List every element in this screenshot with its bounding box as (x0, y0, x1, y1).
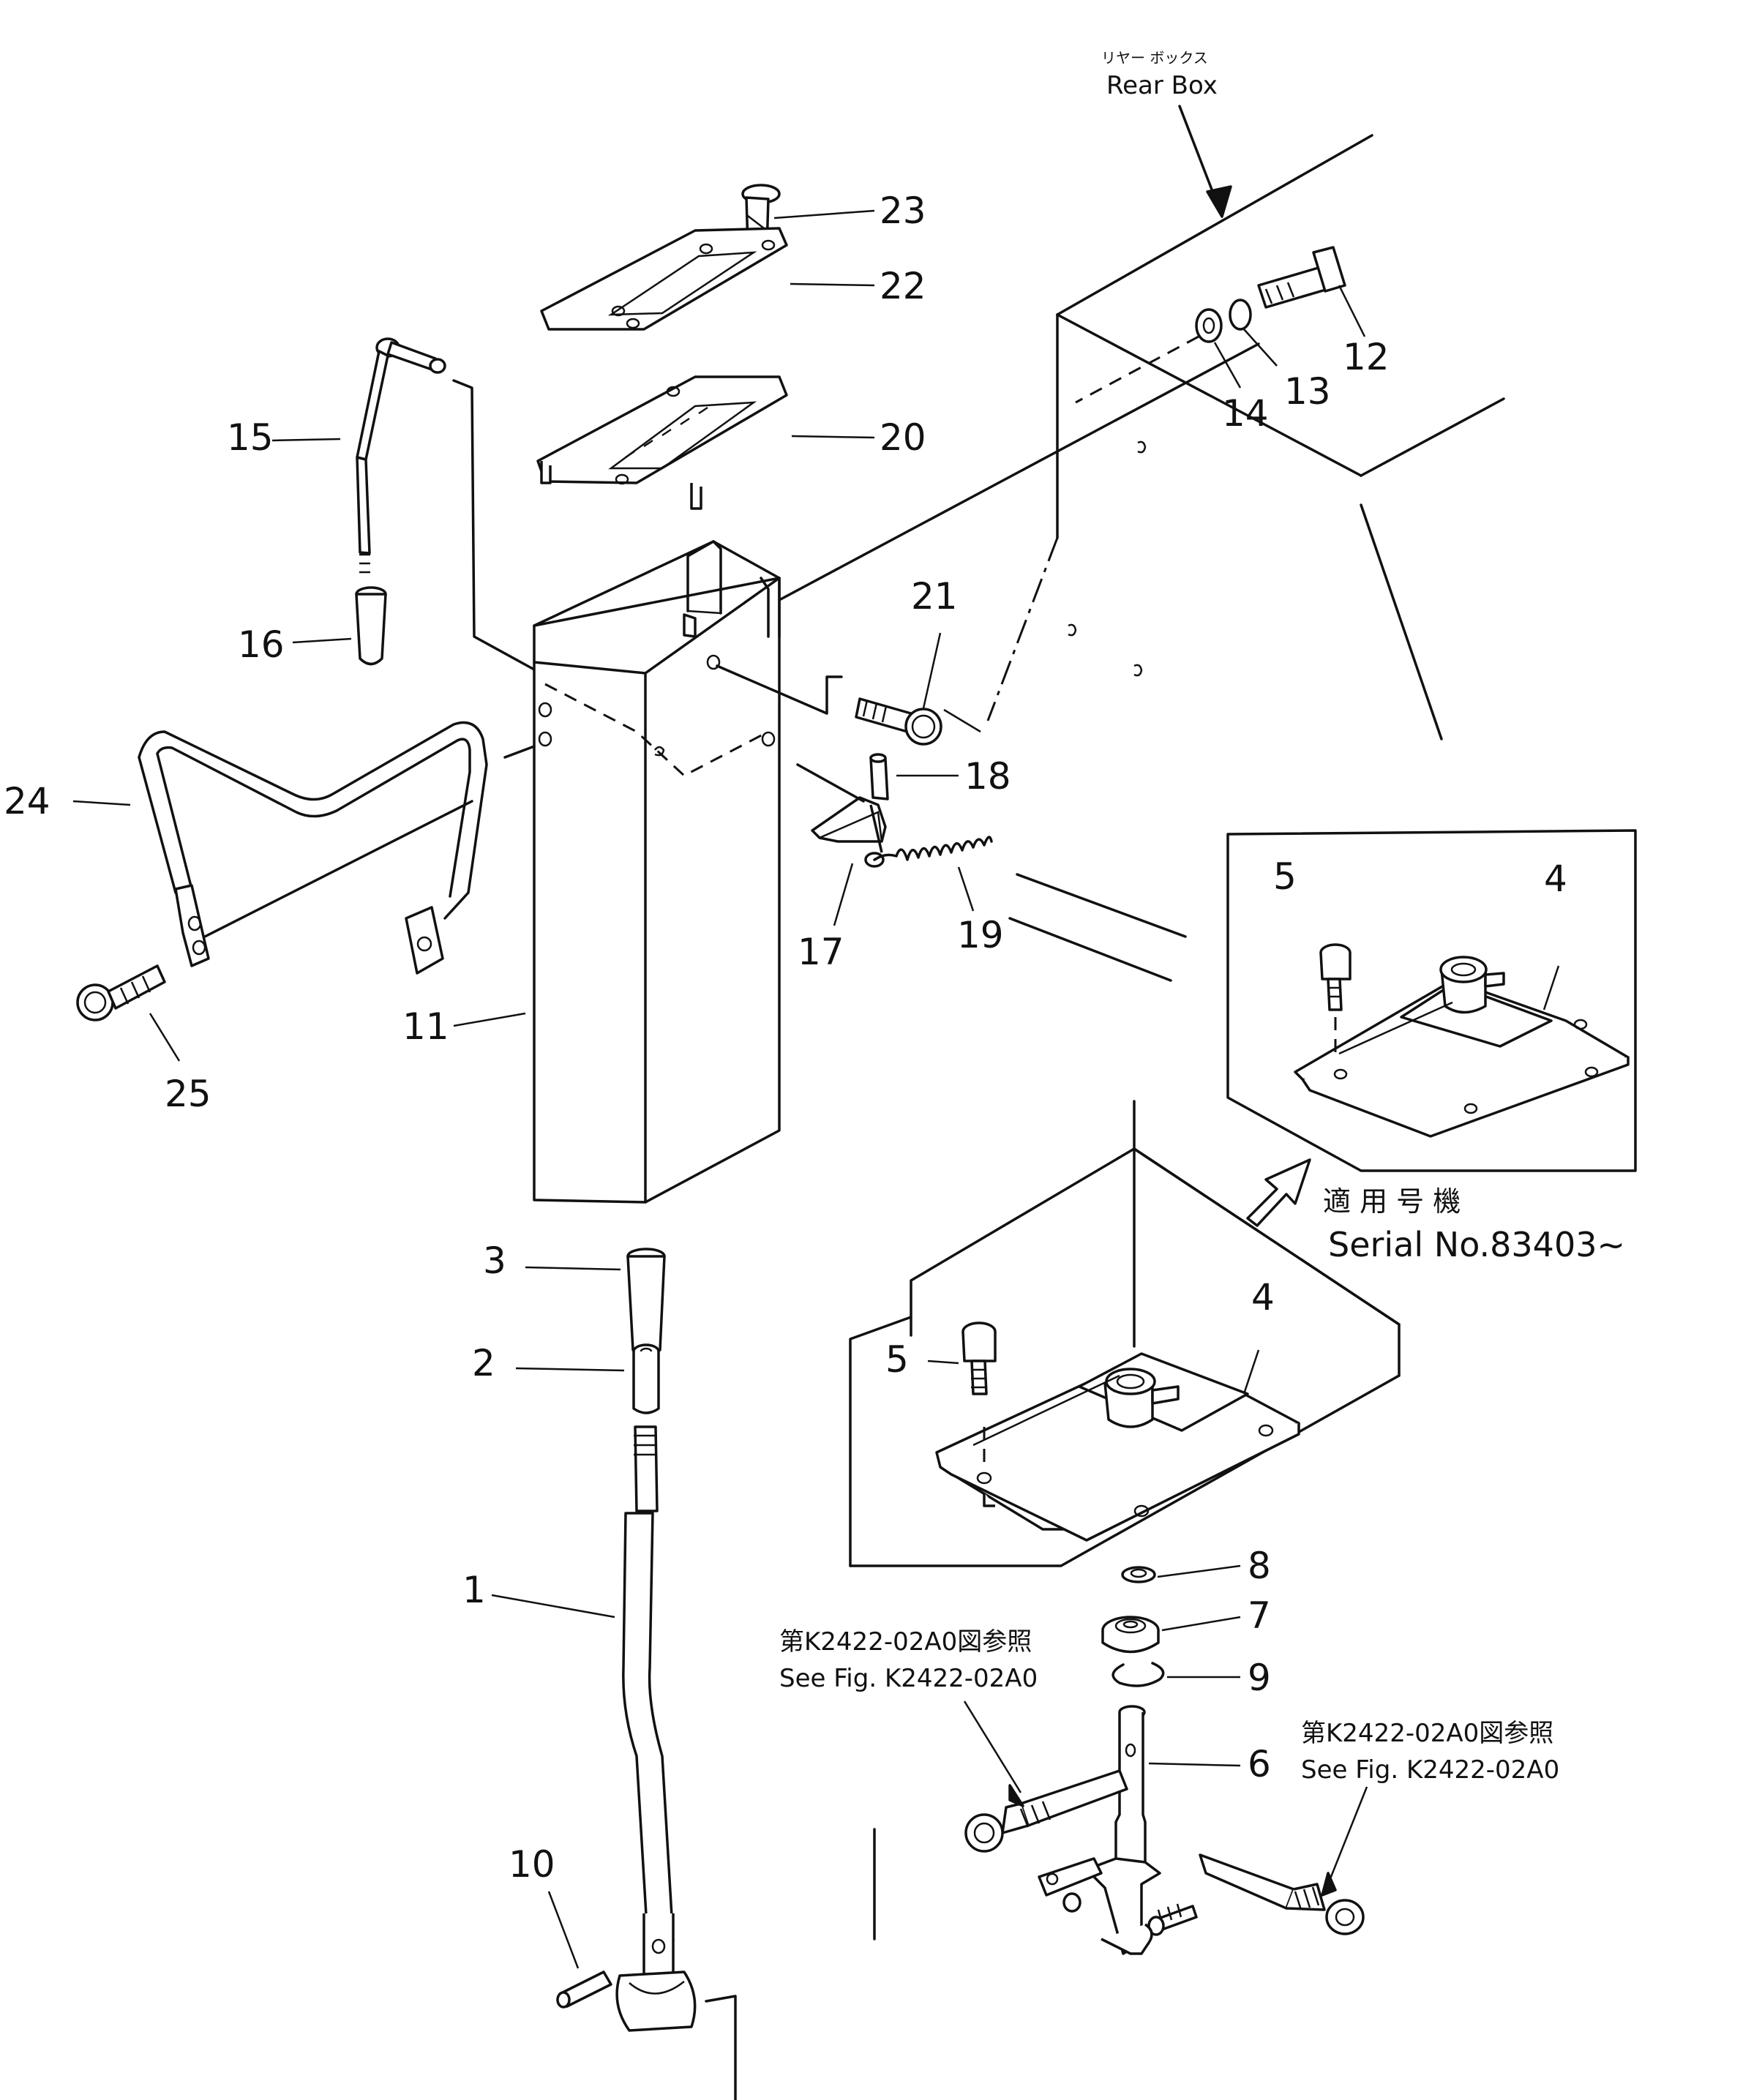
bearing-7 (1101, 1616, 1241, 1654)
link-rod-left (963, 1700, 1128, 1853)
rear-box-label-jp: リヤー ボックス (1101, 49, 1208, 67)
bolt-5-main (927, 1321, 997, 1471)
callout-17: 17 (798, 931, 844, 973)
serial-note: 適 用 号 機 Serial No.83403~ (1323, 1185, 1625, 1264)
serial-note-jp: 適 用 号 機 (1323, 1185, 1461, 1218)
callout-10: 10 (509, 1843, 555, 1886)
bolt-5-serial (1319, 943, 1352, 1057)
callout-1: 1 (462, 1569, 486, 1611)
washer-14 (1075, 308, 1242, 404)
see-fig-right: 第K2422-02A0図参照 See Fig. K2422-02A0 (1301, 1719, 1559, 1785)
lever-1 (491, 1425, 876, 2100)
see-fig-left-en: See Fig. K2422-02A0 (779, 1664, 1038, 1693)
see-fig-left-jp: 第K2422-02A0図参照 (779, 1627, 1032, 1657)
callout-24: 24 (4, 780, 50, 822)
callout-15: 15 (227, 416, 274, 459)
plate-20 (536, 375, 875, 510)
callout-8: 8 (1248, 1545, 1271, 1587)
knob-16 (292, 586, 387, 666)
serial-note-en: Serial No.83403~ (1328, 1225, 1625, 1264)
bolt-21 (855, 632, 981, 746)
guard-24 (72, 721, 536, 975)
rear-box-label-en: Rear Box (1106, 71, 1218, 100)
callout-13: 13 (1284, 370, 1331, 413)
rear-box-label: リヤー ボックス Rear Box (1101, 49, 1232, 218)
spring-19 (873, 836, 993, 912)
shaft-6 (1038, 1705, 1241, 1955)
see-fig-right-jp: 第K2422-02A0図参照 (1301, 1719, 1553, 1748)
rear-box (986, 134, 1505, 982)
bolt-12 (1257, 246, 1366, 337)
callout-5-main: 5 (885, 1338, 909, 1381)
callout-25: 25 (165, 1073, 211, 1115)
see-fig-left: 第K2422-02A0図参照 See Fig. K2422-02A0 (779, 1627, 1038, 1693)
bracket-assembly-serial (1226, 829, 1637, 1172)
callout-18: 18 (964, 755, 1011, 798)
serial-arrow-icon (1246, 1158, 1311, 1227)
callout-3: 3 (483, 1240, 506, 1282)
lever-15 (271, 337, 536, 671)
link-rod-right (1199, 1786, 1368, 1935)
collar-2 (515, 1343, 660, 1414)
pin-18 (869, 753, 959, 800)
callout-19: 19 (957, 914, 1004, 956)
callout-7: 7 (1248, 1594, 1271, 1637)
snap-ring-8 (1121, 1564, 1241, 1583)
callout-21: 21 (911, 575, 958, 618)
callout-14: 14 (1222, 392, 1269, 435)
callout-11: 11 (402, 1005, 449, 1048)
bolt-25 (76, 964, 181, 1062)
callout-5-serial: 5 (1273, 855, 1297, 898)
pin-10 (547, 1891, 612, 2009)
knob-3 (525, 1248, 666, 1357)
see-fig-right-en: See Fig. K2422-02A0 (1301, 1755, 1559, 1785)
callouts: 23 22 20 12 13 14 15 16 21 18 17 19 24 2… (4, 190, 1567, 1886)
callout-9: 9 (1248, 1657, 1271, 1699)
callout-16: 16 (238, 623, 285, 666)
callout-6: 6 (1248, 1743, 1271, 1785)
callout-12: 12 (1343, 336, 1390, 378)
plate-22 (540, 227, 875, 331)
callout-23: 23 (880, 190, 926, 232)
callout-4-serial: 4 (1544, 858, 1567, 900)
snap-ring-9 (1111, 1662, 1240, 1687)
callout-2: 2 (472, 1342, 495, 1384)
callout-20: 20 (880, 416, 926, 459)
washer-13 (1229, 299, 1278, 367)
bracket-assembly-main (849, 1100, 1401, 1567)
callout-4-main: 4 (1251, 1276, 1275, 1319)
callout-22: 22 (880, 265, 926, 307)
column-box-11 (453, 342, 1260, 1204)
